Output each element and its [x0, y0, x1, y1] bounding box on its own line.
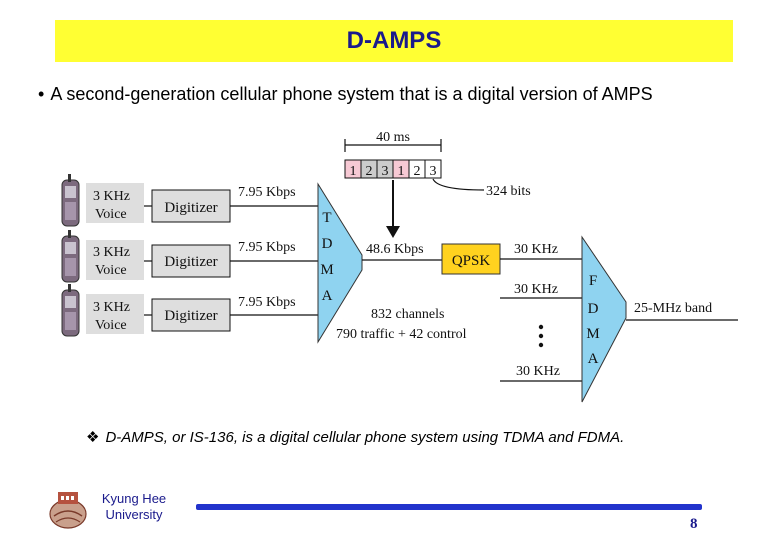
voice-freq-label: 3 KHz	[93, 300, 130, 315]
slot-box	[424, 159, 442, 179]
slot-label: 3	[382, 164, 389, 179]
output-band-label: 25-MHz band	[634, 301, 712, 316]
digitizer-box	[151, 298, 231, 332]
slot-label: 3	[430, 164, 437, 179]
rate-label: 7.95 Kbps	[238, 295, 296, 310]
fdma-input-label: 30 KHz	[514, 242, 558, 257]
tdma-mux	[317, 182, 363, 344]
bullet-symbol: •	[38, 84, 45, 104]
ellipsis-dot	[538, 324, 544, 330]
digitizer-box	[151, 189, 231, 223]
channels-count: 832 channels	[371, 307, 444, 322]
phone-icon	[61, 284, 80, 337]
fdma-letter: D	[588, 301, 599, 317]
ellipsis-dot	[538, 333, 544, 339]
bits-label: 324 bits	[486, 184, 531, 199]
slot-label: 2	[366, 164, 373, 179]
digitizer-label: Digitizer	[164, 200, 217, 216]
fdma-input-label: 30 KHz	[516, 364, 560, 379]
university-name: Kyung Hee University	[92, 491, 176, 523]
tdma-output-rate: 48.6 Kbps	[366, 242, 424, 257]
channels-breakdown: 790 traffic + 42 control	[336, 327, 467, 342]
page-number: 8	[690, 516, 698, 532]
slot-label: 1	[398, 164, 405, 179]
fdma-letter: M	[586, 326, 599, 342]
voice-box	[86, 240, 144, 280]
slot-arrow-head	[386, 226, 400, 238]
voice-label: Voice	[95, 263, 127, 278]
university-line2: University	[105, 507, 163, 522]
rate-label: 7.95 Kbps	[238, 185, 296, 200]
tdma-letter: D	[322, 236, 333, 252]
note: ❖ D-AMPS, or IS-136, is a digital cellula…	[86, 428, 624, 446]
slot-label: 1	[350, 164, 357, 179]
page-title: D-AMPS	[346, 27, 442, 54]
qpsk-label: QPSK	[452, 253, 491, 269]
bits-pointer-line	[432, 178, 485, 191]
fdma-letter: A	[588, 351, 599, 367]
voice-box	[86, 183, 144, 223]
fdma-letter: F	[589, 273, 597, 289]
slot-label: 2	[414, 164, 421, 179]
phone-icon	[61, 174, 80, 227]
footer-divider	[196, 504, 702, 510]
note-text: D-AMPS, or IS-136, is a digital cellular…	[105, 429, 625, 446]
voice-box	[86, 294, 144, 334]
voice-freq-label: 3 KHz	[93, 245, 130, 260]
rate-label: 7.95 Kbps	[238, 240, 296, 255]
university-logo-icon	[49, 492, 87, 529]
digitizer-label: Digitizer	[164, 308, 217, 324]
bullet-point: •A second-generation cellular phone syst…	[38, 84, 653, 105]
digitizer-label: Digitizer	[164, 254, 217, 270]
fdma-input-label: 30 KHz	[514, 282, 558, 297]
fdma-mux	[581, 235, 627, 403]
frame-label: 40 ms	[376, 130, 410, 145]
time-slots: 1 2 3 1 2 3	[344, 159, 442, 179]
frame-label-bg	[368, 129, 418, 143]
ellipsis-dot	[538, 342, 544, 348]
voice-freq-label: 3 KHz	[93, 189, 130, 204]
university-line1: Kyung Hee	[101, 491, 167, 506]
tdma-letter: M	[320, 262, 333, 278]
tdma-letter: A	[322, 288, 333, 304]
qpsk-box	[441, 243, 501, 275]
voice-label: Voice	[95, 318, 127, 333]
title-bar: D-AMPS	[55, 20, 733, 62]
tdma-letter: T	[322, 210, 331, 226]
bullet-text: A second-generation cellular phone syste…	[50, 84, 653, 104]
voice-label: Voice	[95, 207, 127, 222]
note-symbol: ❖	[86, 429, 100, 446]
phone-icon	[61, 230, 80, 283]
